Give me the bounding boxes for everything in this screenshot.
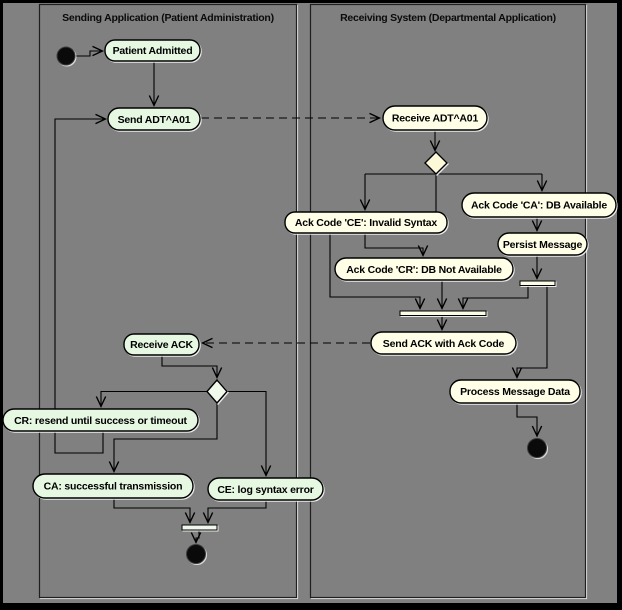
swimlane-receiving-title: Receiving System (Departmental Applicati… bbox=[340, 12, 556, 24]
decision-message-check bbox=[424, 151, 448, 175]
join-bar-sending bbox=[181, 524, 218, 531]
edge-process-message-to-final bbox=[516, 403, 543, 438]
activity-process-message: Process Message Data bbox=[449, 379, 581, 404]
activity-ack-ca: Ack Code 'CA': DB Available bbox=[461, 192, 617, 218]
activity-send-ack: Send ACK with Ack Code bbox=[370, 331, 517, 355]
fork-bar-persist bbox=[519, 280, 556, 286]
activity-ce-log: CE: log syntax error bbox=[207, 477, 324, 501]
activity-patient-admitted: Patient Admitted bbox=[104, 39, 201, 62]
activity-ack-cr: Ack Code 'CR': DB Not Available bbox=[334, 257, 514, 281]
edge-join-to-final bbox=[190, 530, 202, 545]
edge-fork-to-join bbox=[457, 285, 529, 311]
activity-ca-success: CA: successful transmission bbox=[32, 473, 194, 499]
activity-receive-ack-label: Receive ACK bbox=[130, 339, 193, 351]
activity-cr-resend-label: CR: resend until success or timeout bbox=[14, 415, 187, 427]
edge-cr-resend-loop-to-send-adt bbox=[54, 113, 108, 454]
activity-ack-ce: Ack Code 'CE': Invalid Syntax bbox=[284, 211, 448, 234]
edge-start-to-patient-admitted bbox=[75, 45, 105, 57]
edge-fork-to-process-message bbox=[511, 285, 548, 380]
final-state-sending bbox=[186, 544, 206, 564]
activity-process-message-label: Process Message Data bbox=[460, 386, 570, 398]
edge-decision-to-ca-success bbox=[108, 403, 218, 474]
activity-patient-admitted-label: Patient Admitted bbox=[113, 45, 193, 57]
activity-persist-message: Persist Message bbox=[497, 232, 588, 256]
edge-receive-ack-to-decision bbox=[161, 355, 223, 380]
activity-send-adt: Send ADT^A01 bbox=[107, 107, 201, 131]
activity-ack-cr-label: Ack Code 'CR': DB Not Available bbox=[346, 264, 502, 276]
activity-ack-ce-label: Ack Code 'CE': Invalid Syntax bbox=[295, 217, 438, 229]
edge-ca-success-to-join bbox=[113, 498, 196, 525]
join-bar-receiving bbox=[399, 310, 487, 316]
activity-persist-message-label: Persist Message bbox=[503, 239, 583, 251]
edge-decision-to-ce-log bbox=[227, 390, 272, 478]
edge-ce-log-to-join bbox=[202, 500, 267, 525]
final-state-receiving bbox=[527, 438, 547, 458]
swimlane-sending-title: Sending Application (Patient Administrat… bbox=[62, 12, 274, 24]
edge-ack-ce-to-join bbox=[329, 233, 426, 311]
activity-ca-success-label: CA: successful transmission bbox=[44, 481, 183, 493]
activity-receive-adt: Receive ADT^A01 bbox=[382, 105, 488, 131]
activity-ce-log-label: CE: log syntax error bbox=[217, 484, 313, 496]
initial-state bbox=[56, 46, 76, 66]
activity-send-adt-label: Send ADT^A01 bbox=[118, 114, 191, 126]
activity-ack-ca-label: Ack Code 'CA': DB Available bbox=[471, 200, 607, 212]
edge-decision-to-cr-resend bbox=[95, 390, 207, 409]
activity-send-ack-label: Send ACK with Ack Code bbox=[383, 338, 505, 350]
activity-receive-ack: Receive ACK bbox=[123, 333, 200, 356]
activity-cr-resend: CR: resend until success or timeout bbox=[2, 408, 199, 432]
swimlane-receiving-system: Receiving System (Departmental Applicati… bbox=[309, 3, 587, 599]
decision-ack-result bbox=[206, 378, 228, 405]
activity-receive-adt-label: Receive ADT^A01 bbox=[392, 113, 479, 125]
